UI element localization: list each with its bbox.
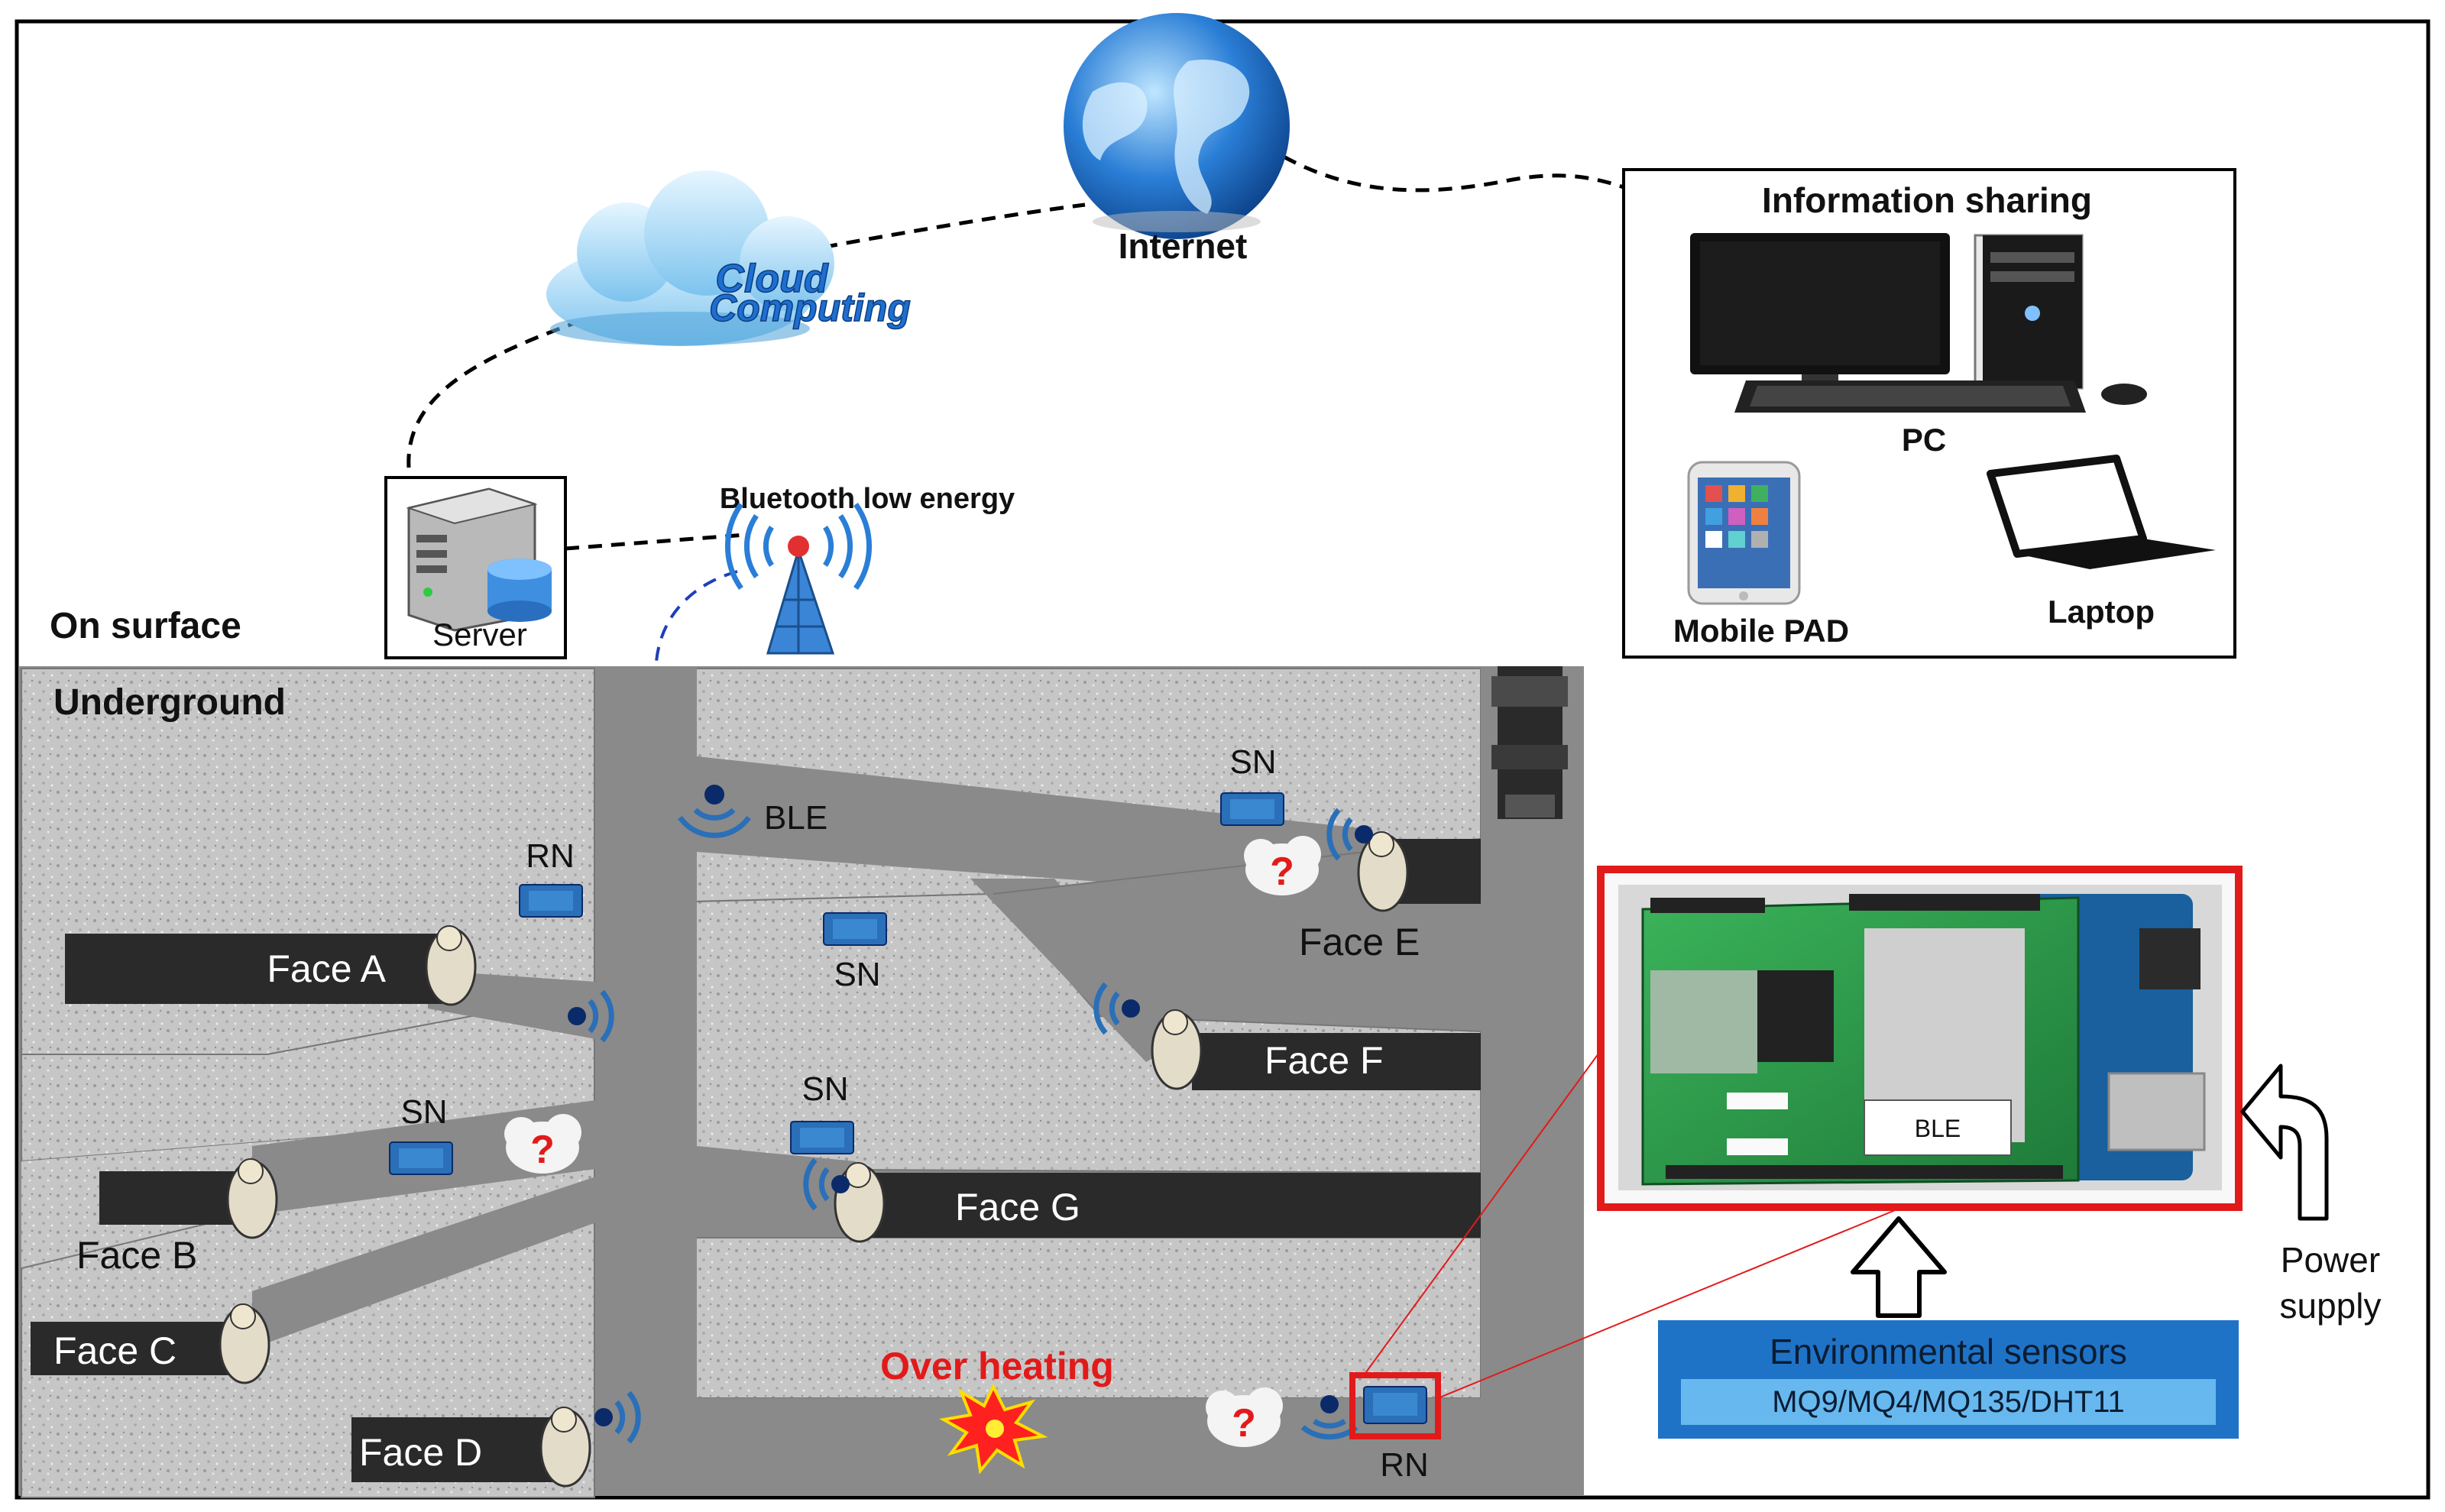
sensor-node-board <box>389 1141 453 1175</box>
info-sharing-title: Information sharing <box>1762 180 2092 220</box>
laptop-icon <box>1987 455 2216 569</box>
face-g-label: Face G <box>955 1186 1080 1229</box>
question-bubble: ? <box>1244 836 1321 895</box>
laptop-label: Laptop <box>2048 594 2155 630</box>
link-internet-info <box>1282 154 1624 193</box>
wireless-node-icon <box>568 989 614 1043</box>
sensor-node-board <box>519 884 583 918</box>
relay-node-board <box>1363 1386 1427 1424</box>
sensor-node-board <box>790 1121 854 1154</box>
ble-node-icon <box>678 785 751 838</box>
link-server-cloud <box>406 319 581 468</box>
svg-text:?: ? <box>1270 850 1294 894</box>
power-supply-label-line2: supply <box>2280 1286 2382 1326</box>
face-b-bar <box>99 1171 264 1225</box>
question-bubble: ? <box>504 1114 581 1174</box>
miner-icon-f <box>1151 1009 1203 1090</box>
face-d-label: Face D <box>359 1431 482 1474</box>
face-e-label: Face E <box>1299 921 1420 963</box>
pc-tower-icon <box>1974 234 2084 390</box>
pc-monitor-icon <box>1690 233 1950 397</box>
over-heating-label: Over heating <box>880 1345 1114 1387</box>
sensor-node-board <box>1220 792 1284 826</box>
roadway-main-vertical <box>596 666 697 1496</box>
svg-text:?: ? <box>1232 1401 1256 1446</box>
sensor-node-board <box>823 912 887 946</box>
roadway-top-diagonal <box>697 756 1368 902</box>
sn-label-top: SN <box>1229 743 1276 781</box>
miner-icon-c <box>219 1303 270 1384</box>
roadway-bottom <box>697 1398 1481 1496</box>
ble-title-label: Bluetooth low energy <box>720 483 1015 515</box>
rn-label-left: RN <box>526 837 575 875</box>
server-icon <box>406 487 552 632</box>
sn-label-center: SN <box>802 1070 848 1108</box>
mobile-pad-icon <box>1687 461 1801 605</box>
roadway-to-face-g <box>697 1146 856 1238</box>
power-supply-label-line1: Power <box>2281 1240 2380 1280</box>
relay-node-highlight <box>1349 1372 1441 1439</box>
ble-node-label: BLE <box>764 799 827 837</box>
mobile-pad-label: Mobile PAD <box>1673 613 1849 649</box>
sensor-models-box <box>1681 1379 2216 1425</box>
wireless-node-icon <box>594 1391 641 1444</box>
face-b-label: Face B <box>76 1234 197 1277</box>
miner-icon-g <box>834 1162 886 1243</box>
link-server-ble-tower <box>565 533 746 551</box>
cloud-icon <box>546 170 834 346</box>
miner-icon-d <box>539 1407 591 1488</box>
env-sensors-title: Environmental sensors <box>1770 1332 2127 1371</box>
wireless-node-icon <box>1093 982 1140 1035</box>
underground-label: Underground <box>53 682 286 723</box>
roadway-to-face-f <box>970 879 1192 1062</box>
sn-label-left: SN <box>400 1093 447 1131</box>
internet-label: Internet <box>1119 226 1248 266</box>
power-supply-arrow <box>2240 1064 2329 1221</box>
face-f-bar <box>1192 1033 1481 1090</box>
wireless-node-icon <box>803 1157 850 1211</box>
sensor-up-arrow <box>1851 1216 1947 1318</box>
svg-text:?: ? <box>530 1128 555 1172</box>
callout-line-upper <box>1363 1050 1601 1376</box>
miner-icon-e <box>1357 831 1409 912</box>
question-bubble: ? <box>1206 1387 1283 1447</box>
ventilation-fan-icon <box>1491 666 1568 819</box>
rn-label-bottom: RN <box>1380 1446 1429 1484</box>
face-c-label: Face C <box>53 1329 176 1372</box>
face-c-bar <box>31 1322 252 1375</box>
face-a-bar <box>65 934 447 1004</box>
board-ble-label: BLE <box>1915 1115 1961 1142</box>
face-g-bar <box>856 1173 1481 1238</box>
on-surface-label: On surface <box>50 606 241 646</box>
server-label: Server <box>432 617 527 652</box>
wireless-node-icon <box>1326 808 1373 861</box>
board-ble-tag <box>1864 1099 2012 1156</box>
roadway-to-face-c <box>252 1177 596 1348</box>
face-a-label: Face A <box>267 947 386 990</box>
face-f-label: Face F <box>1265 1039 1384 1082</box>
ble-tower-icon <box>725 502 872 655</box>
globe-icon <box>1064 13 1290 239</box>
cloud-label-line2: Computing <box>709 287 911 329</box>
callout-line-lower <box>1437 1206 1903 1399</box>
face-d-bar <box>351 1417 562 1482</box>
ble-shield-board-icon <box>1641 894 2080 1186</box>
keyboard-icon <box>1734 380 2147 413</box>
sensor-models-label: MQ9/MQ4/MQ135/DHT11 <box>1772 1385 2125 1419</box>
pc-label: PC <box>1902 422 1946 458</box>
miner-icon-a <box>425 925 477 1006</box>
miner-icon-b <box>226 1158 278 1239</box>
cloud-label-line1: Cloud <box>715 257 829 301</box>
sn-label-middle: SN <box>834 956 880 993</box>
